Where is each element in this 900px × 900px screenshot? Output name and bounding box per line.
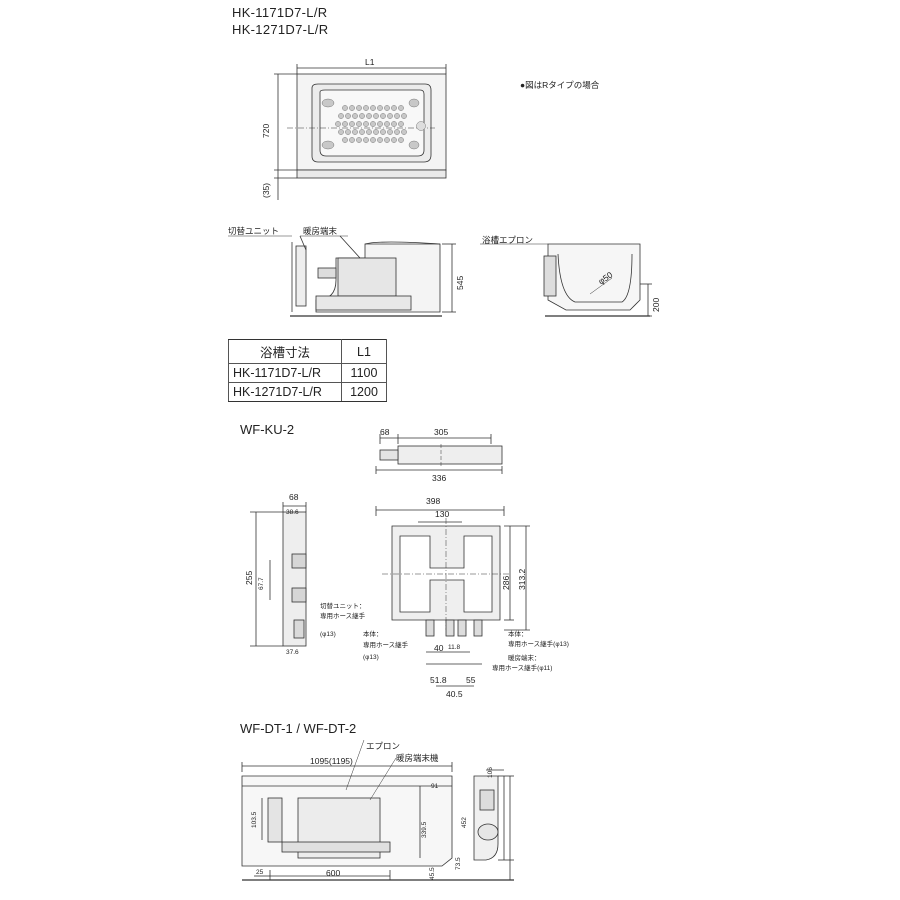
label-apron: エプロン <box>366 741 401 751</box>
label-right-2: 専用ホース継手(φ13) <box>508 641 569 648</box>
top-view-holes <box>321 98 426 150</box>
wf-ku-title: WF-KU-2 <box>240 422 295 437</box>
dim-255: 255 <box>244 570 254 585</box>
dim-339-5: 339.5 <box>421 821 428 838</box>
dim-286: 286 <box>501 575 511 590</box>
side-view-drawing <box>228 235 456 317</box>
dim-51-8: 51.8 <box>430 675 447 685</box>
dim-305: 305 <box>434 427 449 437</box>
wf-ku-front-drawing <box>375 506 530 687</box>
table-cell-l1: 1100 <box>341 363 387 383</box>
dim-68-side: 68 <box>289 492 299 502</box>
dim-40-5: 40.5 <box>446 689 463 699</box>
dim-35: (35) <box>261 182 271 198</box>
label-right-1: 本体： <box>508 631 528 638</box>
dim-37-6: 37.6 <box>286 649 299 656</box>
dim-336: 336 <box>432 473 447 483</box>
wf-dt-title: WF-DT-1 / WF-DT-2 <box>240 721 357 736</box>
label-switch-unit: 切替ユニット <box>228 226 280 236</box>
dim-68-top: 68 <box>380 427 390 437</box>
model-name-2: HK-1271D7-L/R <box>232 22 329 37</box>
dim-103-5: 103.5 <box>251 811 258 828</box>
dim-313-2: 313.2 <box>517 568 527 590</box>
label-mid-2: 専用ホース継手 <box>363 642 409 649</box>
section-view-drawing <box>480 243 652 317</box>
model-name-1: HK-1171D7-L/R <box>232 5 328 20</box>
label-heating-unit: 暖房端末機 <box>396 753 439 763</box>
dim-1095: 1095(1195) <box>310 756 353 766</box>
label-heating-terminal: 暖房端末 <box>303 226 338 236</box>
dim-720: 720 <box>261 123 271 138</box>
dim-452: 452 <box>461 817 468 828</box>
label-left-2: 専用ホース継手 <box>320 613 366 620</box>
table-row: HK-1171D7-L/R 1100 <box>228 363 387 383</box>
dim-l1: L1 <box>365 57 375 67</box>
table-cell-l1: 1200 <box>341 382 387 402</box>
table-header-row: 浴槽寸法 L1 <box>228 339 387 364</box>
table-header-l1: L1 <box>341 339 387 364</box>
bathtub-dimension-table: 浴槽寸法 L1 HK-1171D7-L/R 1100 HK-1271D7-L/R… <box>228 339 387 402</box>
label-tub-apron: 浴槽エプロン <box>482 235 534 245</box>
dim-73-5: 73.5 <box>455 857 462 870</box>
label-mid-3: (φ13) <box>363 654 379 661</box>
label-left-3: (φ13) <box>320 631 336 638</box>
table-cell-model: HK-1171D7-L/R <box>228 363 342 383</box>
table-header-dimension: 浴槽寸法 <box>228 339 342 364</box>
dim-40: 40 <box>434 643 444 653</box>
wf-dt-drawing <box>241 739 514 881</box>
dim-398: 398 <box>426 496 441 506</box>
wf-ku-top-drawing <box>375 434 503 474</box>
label-mid-1: 本体： <box>363 631 383 638</box>
wf-ku-side-drawing <box>250 502 307 647</box>
dim-11-8: 11.8 <box>448 644 461 651</box>
table-cell-model: HK-1271D7-L/R <box>228 382 342 402</box>
dim-200: 200 <box>651 297 661 312</box>
dim-545: 545 <box>455 275 465 290</box>
r-type-note: ●図はRタイプの場合 <box>520 80 600 90</box>
label-right-3: 暖房端末： <box>508 655 541 662</box>
dim-600: 600 <box>326 868 341 878</box>
dim-55: 55 <box>466 675 476 685</box>
dim-38-6: 38.6 <box>286 509 299 516</box>
dim-106: 106 <box>487 767 494 778</box>
label-right-4: 専用ホース継手(φ11) <box>492 665 553 672</box>
table-row: HK-1271D7-L/R 1200 <box>228 382 387 402</box>
dim-45-5: 45.5 <box>429 867 436 880</box>
dim-67-7: 67.7 <box>258 577 265 590</box>
dim-130: 130 <box>435 509 450 519</box>
label-left-1: 切替ユニット： <box>320 603 366 610</box>
dim-91: 91 <box>431 783 439 790</box>
dim-25: 25 <box>256 869 264 876</box>
